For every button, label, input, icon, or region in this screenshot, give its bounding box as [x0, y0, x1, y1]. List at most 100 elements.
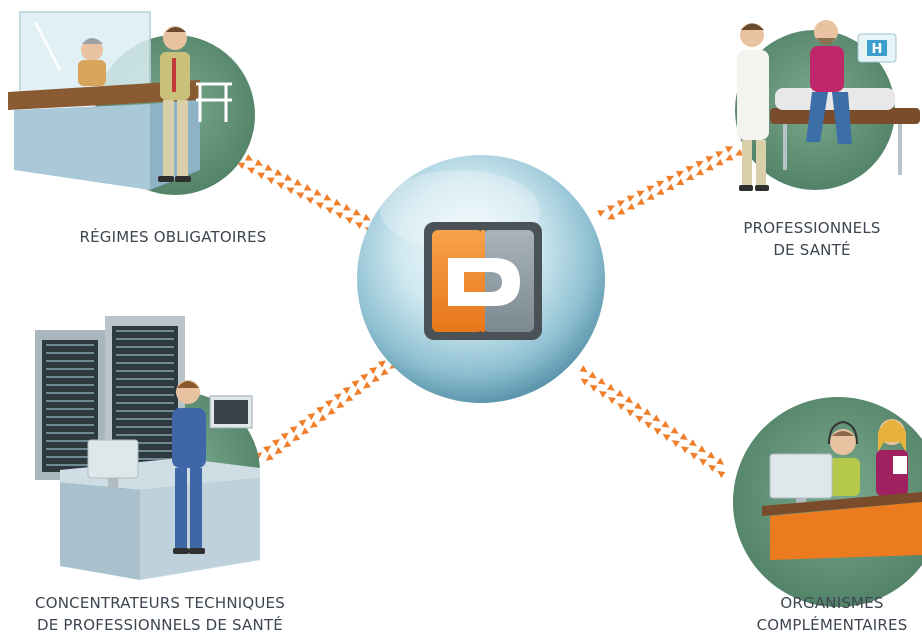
- rack-unit: [116, 362, 174, 364]
- arrow-triangle: [708, 464, 717, 472]
- arrow-triangle: [661, 420, 670, 428]
- arrow-chain-professionnels: [597, 146, 744, 220]
- arrow-triangle: [256, 172, 265, 180]
- arrow-triangle: [635, 415, 644, 423]
- arrow-triangle: [316, 406, 325, 414]
- rack-unit: [116, 402, 174, 404]
- arrow-triangle: [247, 167, 256, 175]
- arrow-triangle: [688, 439, 697, 447]
- arrow-triangle: [580, 378, 589, 386]
- rack-unit: [46, 424, 94, 426]
- arrow-triangle: [652, 414, 661, 422]
- arrow-triangle: [254, 159, 263, 166]
- rack-unit: [46, 384, 94, 386]
- arrow-triangle: [735, 149, 744, 156]
- arrow-triangle: [643, 408, 652, 416]
- arrow-triangle: [342, 386, 351, 394]
- arrow-triangle: [237, 162, 246, 170]
- arrow-triangle: [725, 153, 734, 161]
- rack-unit: [116, 330, 174, 332]
- rack-unit: [46, 392, 94, 394]
- arrow-triangle: [274, 169, 283, 176]
- arrow-triangle: [309, 420, 318, 429]
- arrow-triangle: [318, 414, 327, 422]
- arrow-triangle: [265, 453, 274, 461]
- arrow-triangle: [283, 440, 292, 448]
- logo-icon: [424, 222, 542, 340]
- rack-unit: [116, 346, 174, 348]
- central-hub: [357, 155, 605, 403]
- hospital-sign: [867, 40, 887, 56]
- rack-unit: [116, 442, 174, 444]
- logo-letter-d: [448, 258, 520, 306]
- arrow-triangle: [679, 433, 688, 441]
- label-concentrateurs: CONCENTRATEURS TECHNIQUES DE PROFESSIONN…: [35, 594, 285, 634]
- arrow-triangle: [307, 412, 316, 421]
- rack-unit: [46, 432, 94, 434]
- arrow-triangle: [324, 399, 333, 407]
- arrow-triangle: [597, 377, 606, 385]
- arrow-triangle: [656, 180, 665, 188]
- arrow-triangle: [680, 446, 689, 454]
- arrow-triangle: [626, 409, 635, 417]
- rack-unit: [116, 338, 174, 340]
- arrow-triangle: [646, 185, 655, 193]
- arrow-triangle: [634, 402, 643, 410]
- arrow-triangle: [636, 198, 645, 205]
- rack-unit: [46, 352, 94, 354]
- arrow-triangle: [626, 195, 635, 203]
- arrow-triangle: [284, 174, 293, 181]
- arrow-triangle: [266, 177, 275, 185]
- arrow-triangle: [354, 388, 363, 396]
- node-regimes-illustration: [8, 11, 255, 195]
- arrow-triangle: [675, 171, 684, 178]
- rack-unit: [116, 370, 174, 372]
- arrow-triangle: [716, 457, 725, 465]
- arrow-triangle: [351, 380, 360, 388]
- arrow-triangle: [653, 427, 662, 435]
- rack-unit: [46, 400, 94, 402]
- arrow-triangle: [292, 433, 301, 442]
- arrow-triangle: [362, 381, 371, 389]
- arrow-chain-organismes: [579, 365, 726, 478]
- node-organismes-illustration: [733, 397, 922, 607]
- arrow-triangle: [699, 458, 708, 466]
- arrow-triangle: [336, 401, 345, 409]
- arrow-triangle: [296, 192, 305, 199]
- arrow-triangle: [323, 193, 332, 201]
- arrow-triangle: [325, 207, 334, 214]
- arrow-triangle: [671, 440, 680, 448]
- rack-unit: [116, 378, 174, 380]
- arrow-triangle: [670, 426, 679, 434]
- arrow-triangle: [301, 427, 310, 435]
- arrow-triangle: [289, 426, 298, 434]
- arrow-triangle: [715, 151, 724, 158]
- arrow-chain-concentrateurs: [254, 360, 398, 461]
- arrow-triangle: [617, 208, 626, 215]
- rack-unit: [46, 456, 94, 458]
- arrow-triangle: [360, 373, 369, 381]
- arrow-triangle: [313, 188, 322, 196]
- rack-unit: [116, 450, 174, 452]
- label-professionnels: PROFESSIONNELS DE SANTÉ: [743, 219, 881, 259]
- arrow-triangle: [303, 183, 312, 191]
- arrow-triangle: [607, 212, 616, 220]
- arrow-triangle: [305, 197, 314, 204]
- arrow-triangle: [625, 396, 634, 404]
- arrow-triangle: [646, 193, 655, 200]
- rack-unit: [116, 386, 174, 388]
- arrow-triangle: [245, 154, 254, 161]
- rack-unit: [116, 458, 174, 460]
- arrow-triangle: [656, 188, 665, 195]
- arrow-triangle: [286, 187, 295, 195]
- rack-unit: [46, 344, 94, 346]
- rack-unit: [46, 360, 94, 362]
- arrow-triangle: [725, 146, 734, 153]
- arrow-triangle: [695, 168, 704, 176]
- arrow-chains: [235, 146, 744, 478]
- arrow-triangle: [606, 205, 616, 212]
- arrow-triangle: [327, 407, 336, 415]
- rack-unit: [46, 448, 94, 450]
- arrow-triangle: [345, 394, 354, 402]
